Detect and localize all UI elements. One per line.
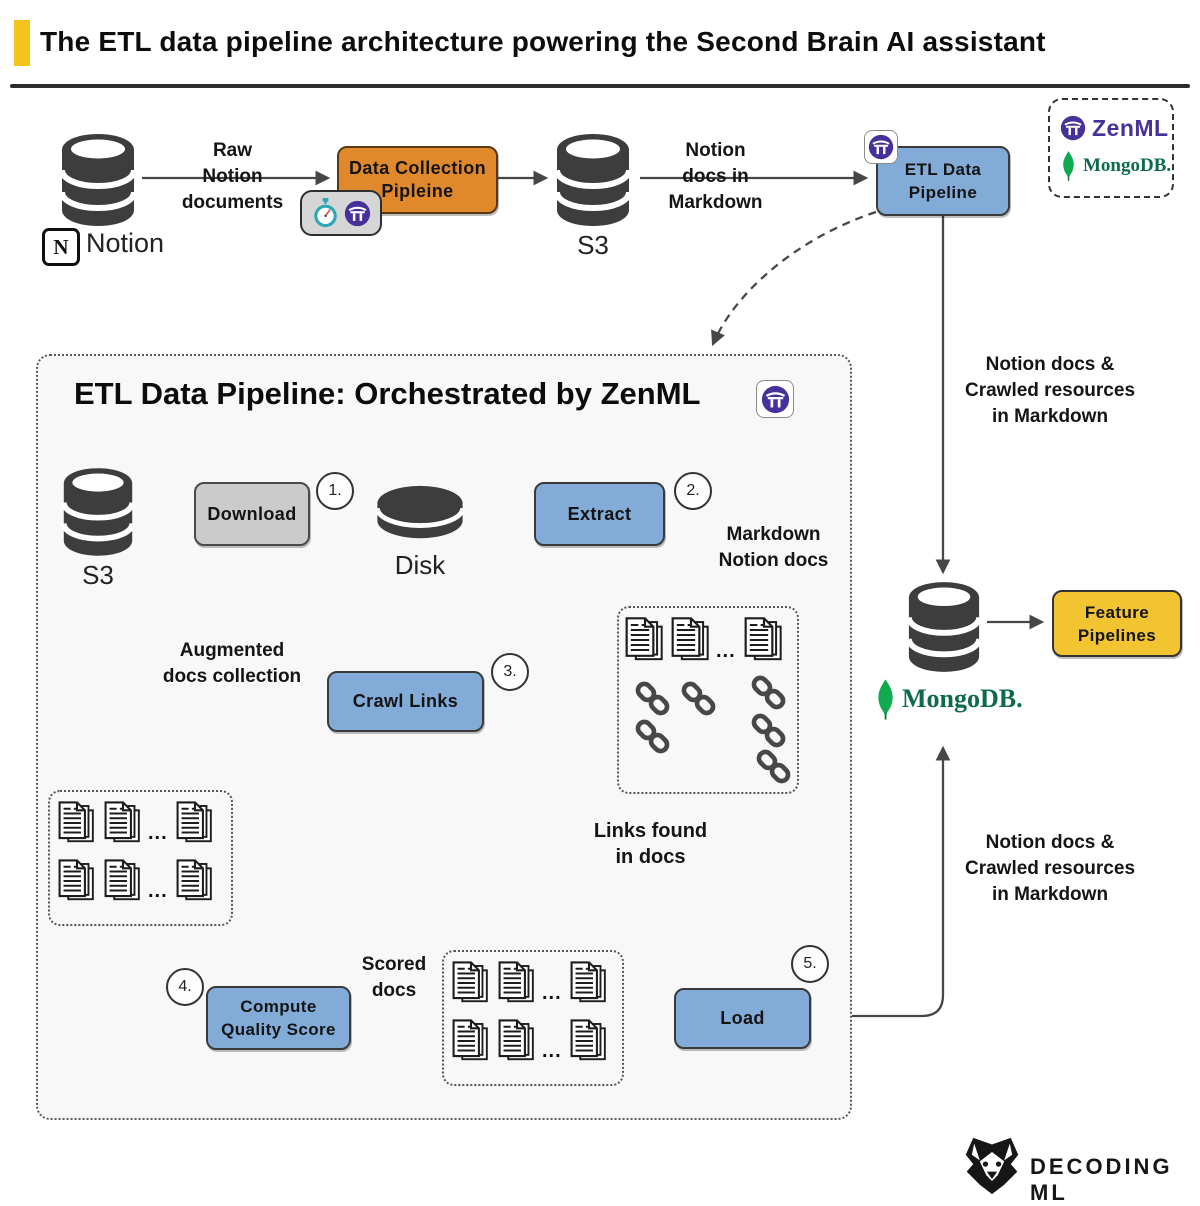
mongodb-wordmark-large: MongoDB. xyxy=(902,684,1023,713)
s3-label: S3 xyxy=(577,230,609,260)
document-stack-icon xyxy=(625,616,665,664)
step-circle-3: 3. xyxy=(491,653,529,691)
document-stack-icon xyxy=(498,1018,536,1064)
markdown-docs-collection xyxy=(617,606,799,794)
document-stack-icon xyxy=(452,960,490,1006)
stopwatch-icon xyxy=(312,198,339,228)
step-circle-4: 4. xyxy=(166,968,204,1006)
notion-docs-crawled-bottom-label: Notion docs & Crawled resources in Markd… xyxy=(964,832,1136,905)
pipeline-container-title: ETL Data Pipeline: Orchestrated by ZenML xyxy=(74,376,701,411)
title-accent-bar xyxy=(14,20,30,66)
notion-docs-markdown-label: Notion docs in Markdown xyxy=(668,140,763,213)
notion-docs-crawled-top-label: Notion docs & Crawled resources in Markd… xyxy=(964,354,1136,427)
mongodb-leaf-icon xyxy=(1060,150,1077,182)
link-icon xyxy=(755,748,792,785)
disk-icon xyxy=(372,482,468,544)
document-stack-icon xyxy=(570,1018,608,1064)
data-collection-pipeline-box: Data Collection Pipleine xyxy=(337,146,498,214)
scored-docs-collection xyxy=(442,950,624,1086)
step-circle-1: 1. xyxy=(316,472,354,510)
download-step-box: Download xyxy=(194,482,310,546)
notion-label: Notion xyxy=(86,228,165,258)
extract-step-box: Extract xyxy=(534,482,665,546)
ellipsis: ... xyxy=(148,822,168,844)
document-stack-icon xyxy=(671,616,711,664)
s3-inner-label: S3 xyxy=(82,560,114,590)
zenml-icon xyxy=(1060,115,1086,141)
wire-etl-to-container-dashed xyxy=(711,210,877,347)
document-stack-icon xyxy=(58,858,96,904)
markdown-notion-docs-label: Markdown Notion docs xyxy=(718,524,829,571)
zenml-logo-row: ZenML xyxy=(1060,115,1172,142)
etl-data-pipeline-box: ETL Data Pipeline xyxy=(876,146,1010,216)
augmented-docs-collection xyxy=(48,790,233,926)
ellipsis: ... xyxy=(148,880,168,902)
zenml-wordmark: ZenML xyxy=(1092,114,1169,141)
document-stack-icon xyxy=(176,858,214,904)
scored-docs-label: Scored docs xyxy=(361,954,427,1001)
notion-database-icon xyxy=(58,132,138,228)
document-stack-icon xyxy=(58,800,96,846)
document-stack-icon xyxy=(498,960,536,1006)
notion-logo-icon: N xyxy=(42,228,80,266)
link-icon xyxy=(634,680,671,717)
document-stack-icon xyxy=(104,858,142,904)
ellipsis: ... xyxy=(716,640,736,662)
pipeline-title-zenml-badge xyxy=(756,380,794,418)
document-stack-icon xyxy=(176,800,214,846)
step-circle-2: 2. xyxy=(674,472,712,510)
step-circle-5: 5. xyxy=(791,945,829,983)
document-stack-icon xyxy=(452,1018,490,1064)
etl-zenml-badge xyxy=(864,130,898,164)
disk-label: Disk xyxy=(394,550,446,580)
decoding-ml-fox-logo xyxy=(962,1136,1022,1196)
header-divider xyxy=(10,84,1190,88)
s3-database-icon-inner xyxy=(60,466,136,558)
mongodb-database-icon xyxy=(905,580,983,674)
mongodb-leaf-icon xyxy=(874,678,897,721)
scheduler-zenml-badge xyxy=(300,190,382,236)
ellipsis: ... xyxy=(542,1040,562,1062)
crawl-links-step-box: Crawl Links xyxy=(327,671,484,732)
zenml-icon xyxy=(761,385,790,414)
feature-pipelines-box: Feature Pipelines xyxy=(1052,590,1182,657)
decoding-ml-wordmark: DECODING ML xyxy=(1030,1154,1173,1205)
links-found-label: Links found in docs xyxy=(593,820,708,868)
document-stack-icon xyxy=(570,960,608,1006)
mongodb-wordmark: MongoDB. xyxy=(1083,154,1172,176)
raw-notion-documents-label: Raw Notion documents xyxy=(181,140,284,213)
augmented-docs-label: Augmented docs collection xyxy=(162,640,302,687)
tech-logo-panel: ZenML MongoDB. xyxy=(1048,98,1174,198)
document-stack-icon xyxy=(744,616,784,664)
page-title: The ETL data pipeline architecture power… xyxy=(40,26,1046,57)
link-icon xyxy=(680,680,717,717)
link-icon xyxy=(750,712,787,749)
notion-logo-letter: N xyxy=(53,234,69,259)
zenml-icon xyxy=(344,200,371,227)
zenml-icon xyxy=(868,134,894,160)
document-stack-icon xyxy=(104,800,142,846)
mongodb-logo-row: MongoDB. xyxy=(1060,150,1172,182)
link-icon xyxy=(750,674,787,711)
link-icon xyxy=(634,718,671,755)
s3-database-icon xyxy=(553,132,633,228)
load-step-box: Load xyxy=(674,988,811,1049)
compute-quality-score-box: Compute Quality Score xyxy=(206,986,351,1050)
ellipsis: ... xyxy=(542,982,562,1004)
